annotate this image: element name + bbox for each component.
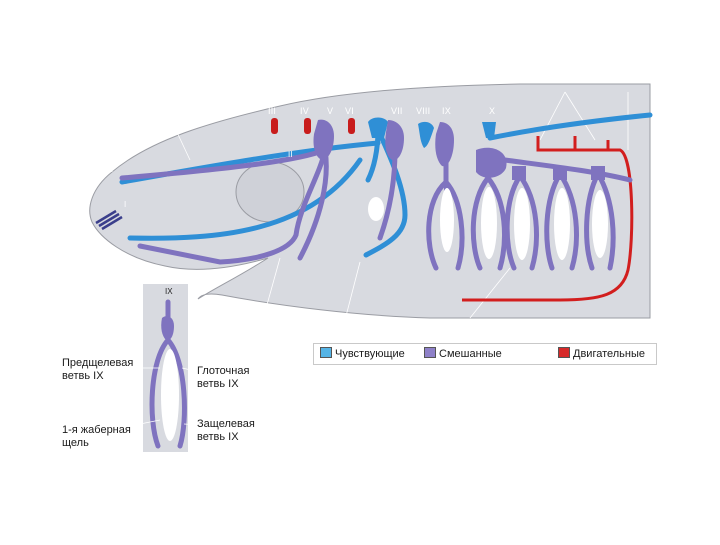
pharyngeal-branch-label: Глоточная ветвь IX xyxy=(197,365,249,391)
legend-sensory-swatch xyxy=(320,347,332,358)
nerve-label-V: V xyxy=(327,106,333,116)
inset-nerve-label: IX xyxy=(165,287,173,296)
nerve-label-IX: IX xyxy=(442,106,451,116)
legend-sensory: Чувствующие xyxy=(320,347,405,360)
nerve-label-II: II xyxy=(288,150,293,159)
posttrematic-branch-label: Защелевая ветвь IX xyxy=(197,418,255,444)
gill-slit-label: 1-я жаберная щель xyxy=(62,424,131,450)
spiracle xyxy=(368,197,384,221)
nerve-label-VI: VI xyxy=(345,106,354,116)
nerve-label-I: I xyxy=(124,200,126,209)
legend-motor-swatch xyxy=(558,347,570,358)
legend-mixed-label: Смешанные xyxy=(439,348,502,360)
legend-mixed: Смешанные xyxy=(424,347,502,360)
legend-sensory-label: Чувствующие xyxy=(335,348,405,360)
legend-motor-label: Двигательные xyxy=(573,348,645,360)
nerve-label-VII: VII xyxy=(391,106,403,116)
nerve-label-X: X xyxy=(489,106,495,116)
nerve-label-VIII: VIII xyxy=(416,106,430,116)
legend-motor: Двигательные xyxy=(558,347,645,360)
pretrematic-branch-label: Предщелевая ветвь IX xyxy=(62,357,133,383)
nerve-label-IV: IV xyxy=(300,106,309,116)
legend-mixed-swatch xyxy=(424,347,436,358)
nerve-label-III: III xyxy=(268,106,276,116)
legend: Чувствующие Смешанные Двигательные xyxy=(313,343,657,365)
